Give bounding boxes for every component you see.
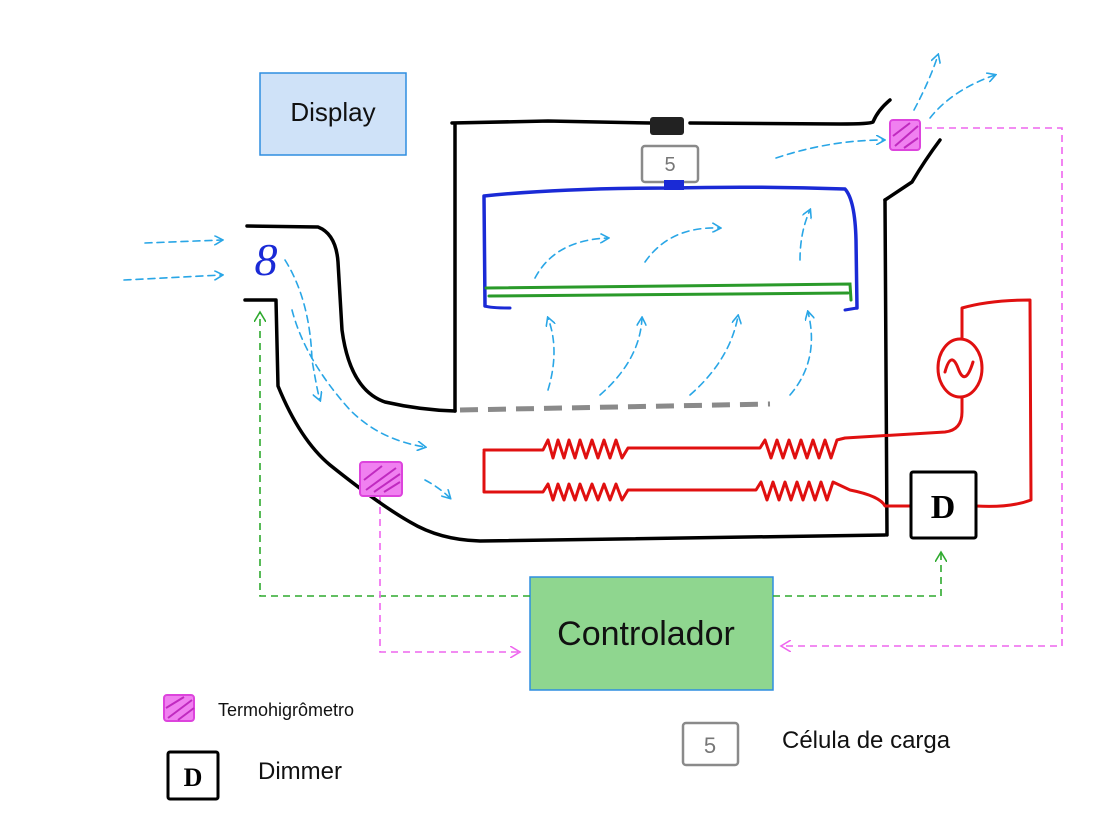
legend-thermo-label: Termohigrômetro bbox=[218, 700, 354, 720]
tray-bottom bbox=[483, 304, 859, 312]
sensor-outlet bbox=[889, 119, 921, 151]
legend-dimmer: D Dimmer bbox=[166, 750, 342, 801]
legend-thermo-hygrometer: Termohigrômetro bbox=[163, 694, 354, 722]
tray-mesh bbox=[484, 282, 853, 302]
legend: Termohigrômetro D Dimmer 5 Célula de car… bbox=[163, 694, 951, 801]
display-label: Display bbox=[290, 97, 375, 127]
legend-dimmer-label: Dimmer bbox=[258, 758, 342, 785]
legend-dimmer-glyph: D bbox=[184, 763, 203, 792]
fan: 8 bbox=[255, 234, 278, 285]
control-line-dimmer bbox=[773, 552, 941, 597]
display-block: Display bbox=[259, 72, 407, 156]
dryer-structure bbox=[243, 98, 942, 543]
legend-load-cell: 5 Célula de carga bbox=[681, 721, 951, 767]
dimmer: D bbox=[909, 470, 978, 540]
sensor-line-outlet bbox=[781, 127, 1063, 646]
heater-resistors bbox=[482, 298, 1033, 508]
control-line-fan bbox=[260, 312, 530, 597]
load-cell: 5 bbox=[640, 117, 700, 190]
ac-source bbox=[936, 337, 984, 399]
fan-glyph: 8 bbox=[255, 234, 278, 285]
controller-label: Controlador bbox=[557, 615, 735, 653]
sensor-inlet bbox=[359, 461, 403, 497]
dimmer-glyph: D bbox=[931, 489, 956, 526]
drying-tray bbox=[482, 185, 859, 310]
air-grate bbox=[459, 401, 771, 413]
airflow-arrows bbox=[123, 55, 995, 498]
controller-block: Controlador bbox=[529, 576, 774, 691]
sensor-line-inlet bbox=[379, 495, 520, 652]
legend-load-cell-glyph: 5 bbox=[704, 733, 716, 758]
legend-load-cell-label: Célula de carga bbox=[782, 727, 951, 754]
load-cell-glyph: 5 bbox=[664, 154, 675, 176]
